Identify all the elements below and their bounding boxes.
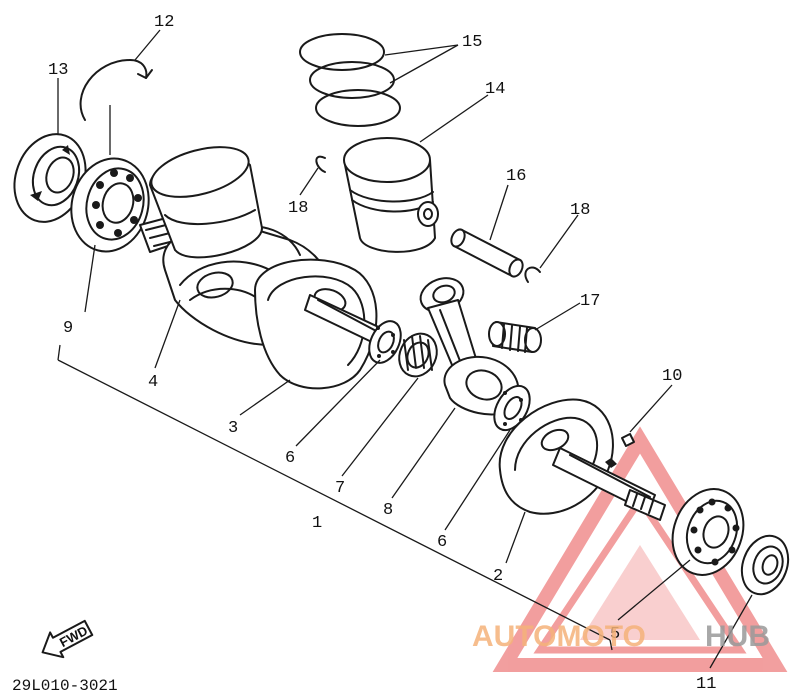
bearing-right <box>671 488 745 576</box>
label-part-12: 12 <box>154 13 174 32</box>
piston-pin <box>450 228 524 278</box>
forward-arrow: FWD <box>41 619 94 659</box>
label-part-6-right: 6 <box>437 533 447 552</box>
label-part-11: 11 <box>696 675 716 694</box>
label-part-18-left: 18 <box>288 199 308 218</box>
bearing-left <box>70 157 150 253</box>
label-part-6-left: 6 <box>285 449 295 468</box>
oil-seal-left <box>13 133 87 223</box>
watermark-text: AUTOMOTO HUB <box>472 620 770 653</box>
label-part-2: 2 <box>493 567 503 586</box>
label-part-16: 16 <box>506 167 526 186</box>
watermark-text-part2: HUB <box>705 620 770 653</box>
needle-bearing-crankpin <box>398 332 438 378</box>
leader-lines <box>57 29 753 669</box>
label-part-18-right: 18 <box>570 201 590 220</box>
label-part-1: 1 <box>312 514 322 533</box>
piston-rings <box>299 33 401 127</box>
label-part-15: 15 <box>462 33 482 52</box>
assembly-axis-lines <box>57 344 613 651</box>
label-part-13: 13 <box>48 61 68 80</box>
label-part-8: 8 <box>383 501 393 520</box>
small-end-bearing <box>488 321 542 353</box>
label-part-9: 9 <box>63 319 73 338</box>
label-part-5: 5 <box>610 625 620 644</box>
label-part-3: 3 <box>228 419 238 438</box>
label-part-4: 4 <box>148 373 158 392</box>
piston-pin-clip-left <box>315 155 326 173</box>
oil-seal-right <box>740 534 790 596</box>
cylinder-sleeve <box>149 146 263 259</box>
woodruff-key <box>621 433 635 447</box>
crankshaft-right-half <box>254 258 386 390</box>
crank-wheel-right <box>498 398 666 521</box>
piston-pin-clip-right <box>524 266 541 283</box>
connecting-rod <box>419 277 520 416</box>
label-part-7: 7 <box>335 479 345 498</box>
label-part-14: 14 <box>485 80 505 99</box>
circlip <box>79 59 153 121</box>
watermark-text-part1: AUTOMOTO <box>472 620 646 653</box>
thrust-washer-left <box>368 320 402 364</box>
label-part-17: 17 <box>580 292 600 311</box>
thrust-washer-right <box>493 384 531 432</box>
piston <box>343 137 439 253</box>
label-part-10: 10 <box>662 367 682 386</box>
part-labels: 1 2 3 4 5 6 6 7 8 9 10 11 12 13 14 15 16… <box>48 13 716 694</box>
diagram-code: 29L010-3021 <box>12 677 118 695</box>
